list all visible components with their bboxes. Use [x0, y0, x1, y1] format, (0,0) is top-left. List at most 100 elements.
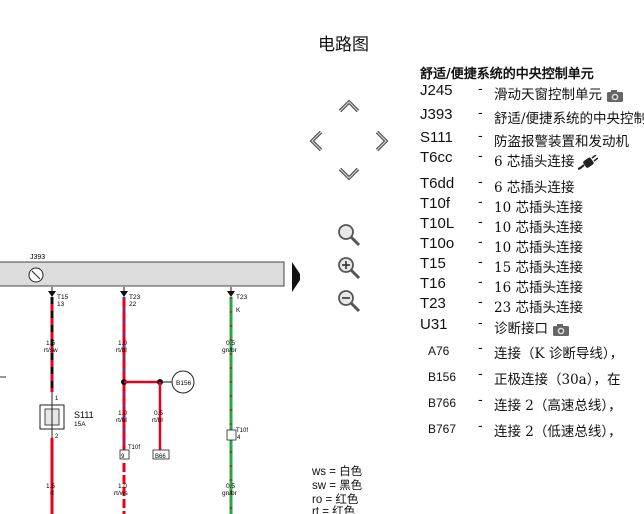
wire-3-size: 0.5 — [226, 340, 235, 347]
legend-desc-text: 滑动天窗控制单元 — [494, 87, 602, 103]
wire-2-color: rt/bl — [116, 347, 127, 354]
t10f-a-pin: 9 — [121, 454, 125, 460]
color-key-row: ro = 红色 — [312, 491, 358, 507]
legend-desc: 连接 2（低速总线）， — [494, 424, 622, 440]
legend-dash: - — [478, 393, 483, 408]
camera-icon[interactable] — [606, 89, 624, 103]
color-key-name: 红色 — [332, 506, 356, 514]
legend-dash: - — [478, 255, 483, 270]
legend-dash: - — [478, 295, 483, 310]
color-key-row: rt = 红色 — [312, 503, 355, 514]
legend-dash: - — [478, 419, 483, 434]
legend-code: J393 — [420, 106, 453, 123]
wire-1 — [48, 287, 56, 514]
legend-code: B766 — [428, 396, 457, 410]
wire-1-size: 1.5 — [46, 340, 55, 347]
legend-row: J393 - 舒适/便捷系统的中央控制单元 — [420, 106, 644, 127]
zoom-icon[interactable] — [335, 221, 363, 249]
chevron-down-icon[interactable] — [334, 158, 364, 188]
legend-row: S111 - 防盗报警装置和发动机 — [420, 129, 644, 150]
color-key-abbr: ro — [312, 494, 323, 506]
legend-desc: 舒适/便捷系统的中央控制单元 — [494, 111, 644, 127]
color-key-eq: = — [329, 466, 336, 478]
legend-desc: 6 芯插头连接 — [494, 180, 575, 196]
wire-3-pin-label: T23 — [236, 294, 248, 301]
legend-row: B766 - 连接 2（高速总线）， — [420, 393, 644, 414]
control-unit-label: J393 — [30, 254, 45, 261]
legend-row: T10o - 10 芯插头连接 — [420, 235, 644, 256]
color-key-eq: = — [325, 494, 333, 506]
t10f-a-label: T10f — [128, 445, 140, 451]
legend-desc: 16 芯插头连接 — [494, 280, 583, 296]
legend-code: T10L — [420, 215, 455, 232]
legend-code: S111 — [420, 129, 453, 146]
legend-row: T6cc - 6 芯插头连接 — [420, 149, 644, 171]
connector-b156-label: B156 — [176, 380, 192, 387]
legend-row: T15 - 15 芯插头连接 — [420, 255, 644, 276]
chevron-right-icon[interactable] — [366, 126, 396, 156]
legend-desc: 10 芯插头连接 — [494, 200, 583, 216]
legend-title: 舒适/便捷系统的中央控制单元 — [420, 67, 594, 82]
wiring-diagram: J393 T15 13 1.5 rt/sw 1.5 rt 1 2 S111 15… — [0, 254, 300, 514]
color-key-abbr: sw — [312, 480, 327, 492]
legend-row: T6dd - 6 芯插头连接 — [420, 175, 644, 196]
legend-dash: - — [478, 106, 483, 121]
branch-size: 1.0 — [118, 410, 127, 417]
color-key-name: 红色 — [335, 494, 359, 506]
legend-dash: - — [478, 149, 483, 164]
legend-code: T6cc — [420, 149, 453, 166]
legend-dash: - — [478, 129, 483, 144]
color-key-row: ws = 白色 — [312, 463, 362, 479]
page-title: 电路图 — [318, 35, 369, 55]
camera-icon[interactable] — [552, 323, 570, 337]
legend-desc: 6 芯插头连接 — [494, 150, 599, 171]
legend-row: J245 - 滑动天窗控制单元 — [420, 82, 644, 103]
wire-2 — [119, 287, 172, 514]
legend-row: T16 - 16 芯插头连接 — [420, 275, 644, 296]
wire-3-color-lower: gn/br — [222, 490, 238, 497]
legend-row: T10f - 10 芯插头连接 — [420, 195, 644, 216]
clock-symbol-icon — [28, 267, 44, 283]
wire-1-pin-number: 13 — [57, 301, 65, 308]
connector-b156 — [171, 370, 195, 394]
plug-icon[interactable] — [578, 154, 599, 171]
branch-b-size: 0.5 — [154, 410, 163, 417]
chevron-up-icon[interactable] — [334, 92, 364, 122]
legend-dash: - — [478, 195, 483, 210]
legend-desc-text: 6 芯插头连接 — [494, 154, 575, 170]
chevron-left-icon[interactable] — [302, 126, 332, 156]
control-unit-bar — [0, 261, 285, 287]
wire-2-color-lower: rt/ws — [114, 490, 128, 497]
wire-1-color: rt/sw — [44, 347, 58, 354]
legend-dash: - — [478, 316, 483, 331]
legend-dash: - — [478, 215, 483, 230]
fuse-rating: 15A — [74, 421, 86, 428]
legend-row: B156 - 正极连接（30a），在 — [420, 367, 644, 388]
legend-desc-text: 诊断接口 — [494, 321, 548, 337]
fuse-pin-1: 1 — [55, 396, 59, 402]
legend-dash: - — [478, 275, 483, 290]
fuse-code: S111 — [74, 410, 94, 420]
legend-row: T23 - 23 芯插头连接 — [420, 295, 644, 316]
legend-dash: - — [478, 175, 483, 190]
color-key-name: 白色 — [339, 466, 363, 478]
legend-row: T10L - 10 芯插头连接 — [420, 215, 644, 236]
wire-1-color-lower: rt — [50, 490, 54, 497]
legend-desc: 防盗报警装置和发动机 — [494, 134, 629, 150]
t10f-b-label: T10f — [236, 428, 248, 434]
wire-3-color: gn/br — [222, 347, 238, 354]
color-key-row: sw = 黑色 — [312, 477, 362, 493]
legend-code: B156 — [428, 370, 457, 384]
wire-2-size: 1.0 — [118, 340, 127, 347]
legend-row: A76 - 连接（K 诊断导线）， — [420, 341, 644, 362]
wire-2-size-lower: 1.0 — [118, 483, 127, 490]
legend-code: B767 — [428, 422, 457, 436]
legend-code: T10o — [420, 235, 455, 252]
zoom-out-icon[interactable] — [335, 287, 363, 315]
legend-desc: 10 芯插头连接 — [494, 220, 583, 236]
b766-label: B66 — [155, 454, 166, 460]
color-key-abbr: rt — [312, 506, 320, 514]
legend-code: U31 — [420, 316, 448, 333]
zoom-in-icon[interactable] — [335, 254, 363, 282]
expand-arrow-icon[interactable] — [292, 262, 300, 292]
